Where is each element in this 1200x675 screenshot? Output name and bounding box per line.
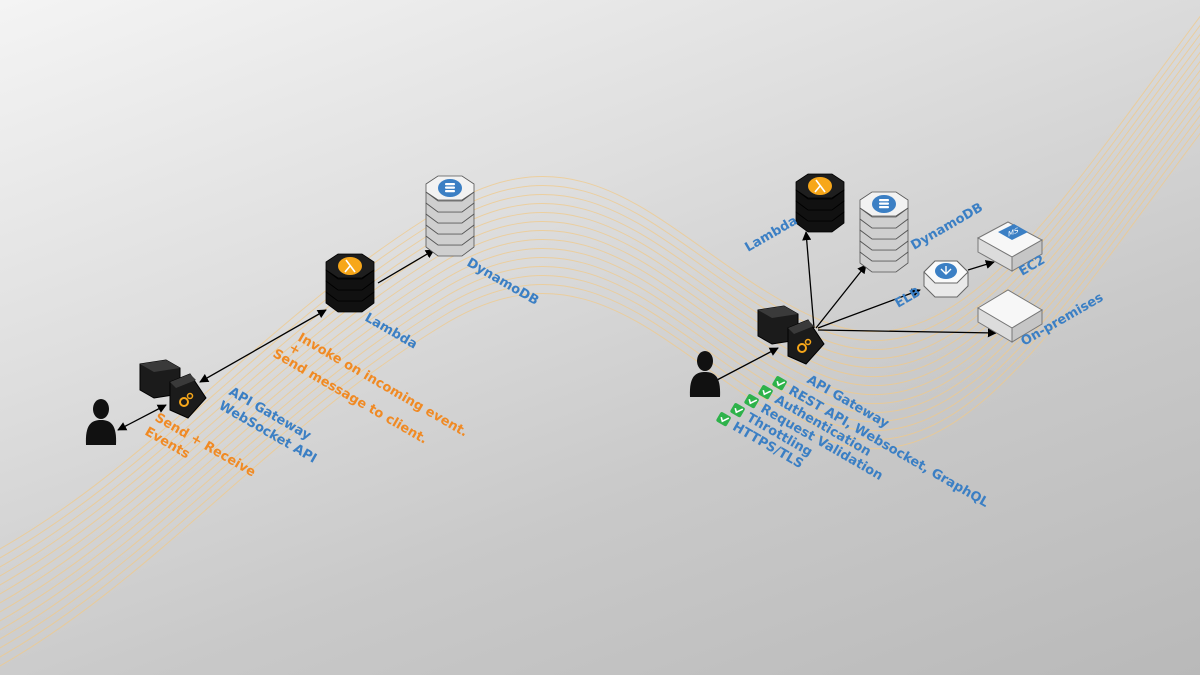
check-icon [744, 394, 759, 409]
dynamodb-label-left: DynamoDB [464, 255, 541, 308]
wave-line [0, 105, 1200, 640]
wave-line [0, 114, 1200, 649]
wave-line [0, 15, 1200, 550]
arrow-user-gateway-right [716, 347, 779, 381]
elb-icon [923, 260, 969, 298]
wave-line [0, 33, 1200, 568]
connectors [117, 231, 997, 431]
arrow-gateway-dynamodb-right [815, 264, 867, 329]
on-premises-icon [977, 289, 1043, 343]
elb-label: ELB [893, 285, 924, 312]
check-icon [772, 376, 787, 391]
user-icon-left [85, 399, 117, 445]
dynamodb-icon-right [859, 191, 909, 273]
dynamodb-label-right: DynamoDB [909, 200, 986, 253]
arrow-gateway-onprem [817, 328, 997, 338]
svg-text:MS: MS [1008, 225, 1019, 239]
ec2-icon: MS [976, 221, 1044, 272]
arrow-lambda-dynamodb-left [377, 249, 435, 284]
dynamodb-icon-left [425, 175, 475, 257]
wave-line [0, 42, 1200, 577]
wave-line [0, 123, 1200, 658]
lambda-icon-left [325, 253, 375, 313]
wave-line [0, 51, 1200, 586]
api-gateway-icon-right [757, 305, 825, 365]
lambda-icon-right [795, 173, 845, 233]
check-icon [758, 385, 773, 400]
wave-line [0, 132, 1200, 667]
arrow-elb-ec2 [967, 260, 995, 271]
check-icon [716, 412, 731, 427]
check-icon [730, 403, 745, 418]
lambda-label-right: Lambda [743, 213, 801, 255]
arrow-gateway-lambda-left [199, 309, 327, 383]
arrow-user-gateway-left [117, 404, 167, 431]
arrow-gateway-lambda-right [802, 231, 815, 329]
feature-list: REST API, Websocket, GraphQLAuthenticati… [716, 376, 991, 511]
arrow-gateway-elb [817, 288, 921, 329]
api-gateway-icon-left [139, 359, 207, 419]
